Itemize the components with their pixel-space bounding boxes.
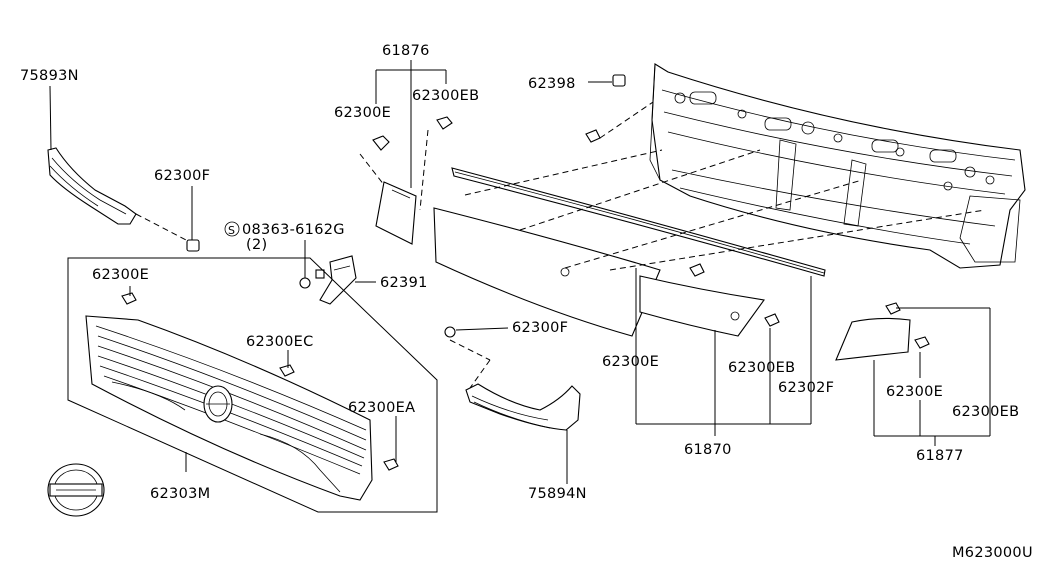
label-08363-qty: (2) xyxy=(246,237,267,253)
label-62300e-a: 62300E xyxy=(334,105,391,121)
label-61870: 61870 xyxy=(684,442,732,458)
grille-callout-box xyxy=(67,257,438,513)
label-62398: 62398 xyxy=(528,76,576,92)
seal-strip xyxy=(451,167,826,277)
front-grille-62303m xyxy=(85,286,399,501)
label-08363: 08363-6162G xyxy=(242,222,345,238)
label-62300f-b: 62300F xyxy=(512,320,568,336)
label-75894n: 75894N xyxy=(528,486,587,502)
label-62303m: 62303M xyxy=(150,486,210,502)
label-62300eb-b: 62300EB xyxy=(728,360,795,376)
label-62300e-c: 62300E xyxy=(602,354,659,370)
label-75893n: 75893N xyxy=(20,68,79,84)
part-labels: 75893N 61876 62300E 62300EB 62398 62300F… xyxy=(20,43,1033,561)
bracket-group-61876 xyxy=(359,60,453,245)
molding-75894n xyxy=(444,326,581,484)
clip-62398 xyxy=(585,74,663,143)
molding-75893n xyxy=(47,85,191,243)
label-61877: 61877 xyxy=(916,448,964,464)
label-62391: 62391 xyxy=(380,275,428,291)
label-62300ea: 62300EA xyxy=(348,400,415,416)
bracket-62391 xyxy=(224,221,376,305)
label-08363-prefix: S xyxy=(228,224,235,237)
label-62300eb-c: 62300EB xyxy=(952,404,1019,420)
label-62300e-d: 62300E xyxy=(886,384,943,400)
side-trim-61877 xyxy=(835,302,991,446)
label-62300e-b: 62300E xyxy=(92,267,149,283)
clip-62300f-left xyxy=(186,186,200,252)
label-61876: 61876 xyxy=(382,43,430,59)
label-figure-code: M623000U xyxy=(952,545,1033,561)
label-62302f: 62302F xyxy=(778,380,834,396)
emblem xyxy=(47,463,105,517)
label-62300ec: 62300EC xyxy=(246,334,314,350)
center-molding-61870 xyxy=(635,263,812,436)
label-62300eb-a: 62300EB xyxy=(412,88,479,104)
label-62300f-a: 62300F xyxy=(154,168,210,184)
